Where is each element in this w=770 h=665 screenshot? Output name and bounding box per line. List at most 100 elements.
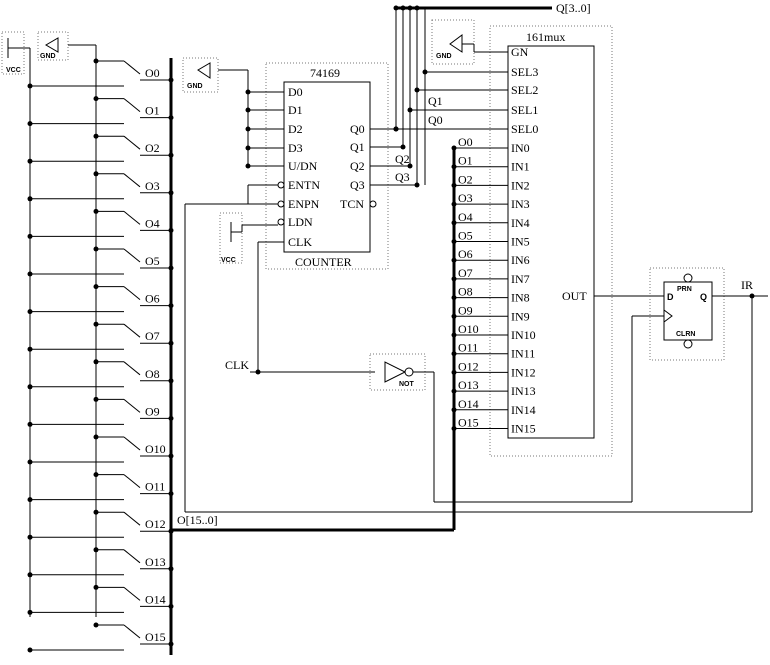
mux-tap-label: O11 [458, 341, 478, 355]
switch-contact [123, 436, 141, 451]
counter-input-label: D1 [288, 103, 303, 117]
mux-tap-label: O15 [458, 416, 479, 430]
switch-label: O15 [145, 630, 166, 644]
inversion-bubble [277, 181, 285, 189]
counter-output-label: Q0 [350, 122, 365, 136]
inversion-bubble [277, 218, 285, 226]
switch-label: O4 [145, 216, 160, 230]
mux-input-label: IN12 [511, 365, 536, 379]
switch-row: O13 [27, 547, 174, 578]
mux-input-label: IN9 [511, 309, 530, 323]
counter-output-label: Q3 [350, 178, 365, 192]
mux-tap-label: O6 [458, 247, 473, 261]
counter-input-label: ENTN [288, 178, 320, 192]
mux-control-label: SEL2 [511, 83, 538, 97]
mux-tap-label: O3 [458, 191, 473, 205]
switch-contact [123, 624, 141, 639]
vcc-label-counter: VCC [221, 257, 236, 264]
switch-row: O10 [27, 434, 174, 465]
inversion-bubble [369, 200, 377, 208]
dff-q-label: Q [700, 292, 707, 302]
dff-clrn-label: CLRN [676, 331, 695, 338]
mux-input-label: IN2 [511, 178, 530, 192]
vcc-symbol-counter: VCC [219, 212, 243, 264]
switch-label: O2 [145, 141, 160, 155]
switch-label: O7 [145, 329, 160, 343]
switch-contact [123, 587, 141, 601]
mux-tap-label: O12 [458, 359, 479, 373]
vcc-label-left: VCC [6, 67, 21, 74]
switch-contact [123, 511, 141, 526]
gnd-symbol-mux: GND [431, 19, 475, 65]
switch-row: O5 [27, 246, 174, 277]
mux-input-label: IN3 [511, 197, 530, 211]
mux-input-label: IN5 [511, 235, 530, 249]
q-bus-label: Q[3..0] [556, 1, 591, 15]
mux-tap-label: O13 [458, 378, 479, 392]
switch-label: O14 [145, 592, 166, 606]
counter-input-label: D3 [288, 141, 303, 155]
switch-row: O3 [27, 171, 174, 202]
counter-input-label: LDN [288, 215, 313, 229]
q-tap-label: Q3 [395, 170, 410, 184]
switch-label: O3 [145, 179, 160, 193]
counter-input-label: U/DN [288, 159, 318, 173]
mux-input-label: IN1 [511, 160, 530, 174]
switch-contact [123, 549, 141, 564]
counter-input-label: CLK [288, 235, 312, 249]
gnd-label-left: GND [40, 53, 56, 60]
dff-d-label: D [667, 292, 674, 302]
mux-tap-label: O14 [458, 397, 479, 411]
mux-input-label: IN15 [511, 422, 536, 436]
counter-74169 [283, 81, 371, 253]
mux-input-label: IN13 [511, 384, 536, 398]
switch-row: O12 [27, 509, 174, 540]
switch-label: O1 [145, 104, 160, 118]
mux-tap-label: O7 [458, 266, 473, 280]
counter-input-label: D0 [288, 85, 303, 99]
mux-input-label: IN7 [511, 272, 530, 286]
switch-label: O11 [145, 480, 165, 494]
mux-tap-label: O8 [458, 285, 473, 299]
switch-contact [123, 399, 141, 413]
mux-out-label: OUT [562, 289, 587, 303]
ir-label: IR [741, 278, 753, 292]
counter-input-label: D2 [288, 122, 303, 136]
counter-output-label: Q1 [350, 140, 365, 154]
switch-row: O9 [27, 396, 174, 427]
mux-tap-label: O1 [458, 154, 473, 168]
mux-161mux [507, 45, 595, 439]
gnd-symbol-counter: GND [182, 57, 219, 93]
switch-contact [123, 286, 141, 300]
counter-input-label: ENPN [288, 197, 320, 211]
gnd-label-counter: GND [187, 83, 203, 90]
counter-part-label: 74169 [310, 66, 340, 80]
dff-prn-label: PRN [677, 286, 692, 293]
mux-tap-label: O10 [458, 322, 479, 336]
switch-contact [123, 60, 141, 75]
mux-tap-label: O5 [458, 229, 473, 243]
mux-input-label: IN8 [511, 291, 530, 305]
mux-tap-label: O9 [458, 303, 473, 317]
mux-tap-label: O4 [458, 210, 473, 224]
gnd-label-mux: GND [436, 53, 452, 60]
mux-input-label: IN10 [511, 328, 536, 342]
d-flip-flop: PRN D Q CLRN [649, 267, 725, 361]
counter-output-label: TCN [340, 197, 364, 211]
switch-row: O15 [27, 622, 174, 653]
switch-contact [123, 474, 141, 488]
switch-row: O8 [27, 359, 174, 390]
switch-contact [123, 135, 141, 150]
mux-pins: GNSEL3SEL2SEL1SEL0IN0O0IN1O1IN2O2IN3O3IN… [451, 45, 538, 436]
switch-row: O14 [27, 584, 174, 615]
switch-label: O13 [145, 555, 166, 569]
mux-input-label: IN14 [511, 403, 536, 417]
switch-row: O0 [27, 58, 174, 89]
mux-control-label: SEL0 [511, 122, 538, 136]
switch-contact [123, 98, 141, 112]
o-bus-label: O[15..0] [177, 513, 218, 527]
q-tap-label: Q1 [428, 94, 443, 108]
inversion-bubble [277, 200, 285, 208]
